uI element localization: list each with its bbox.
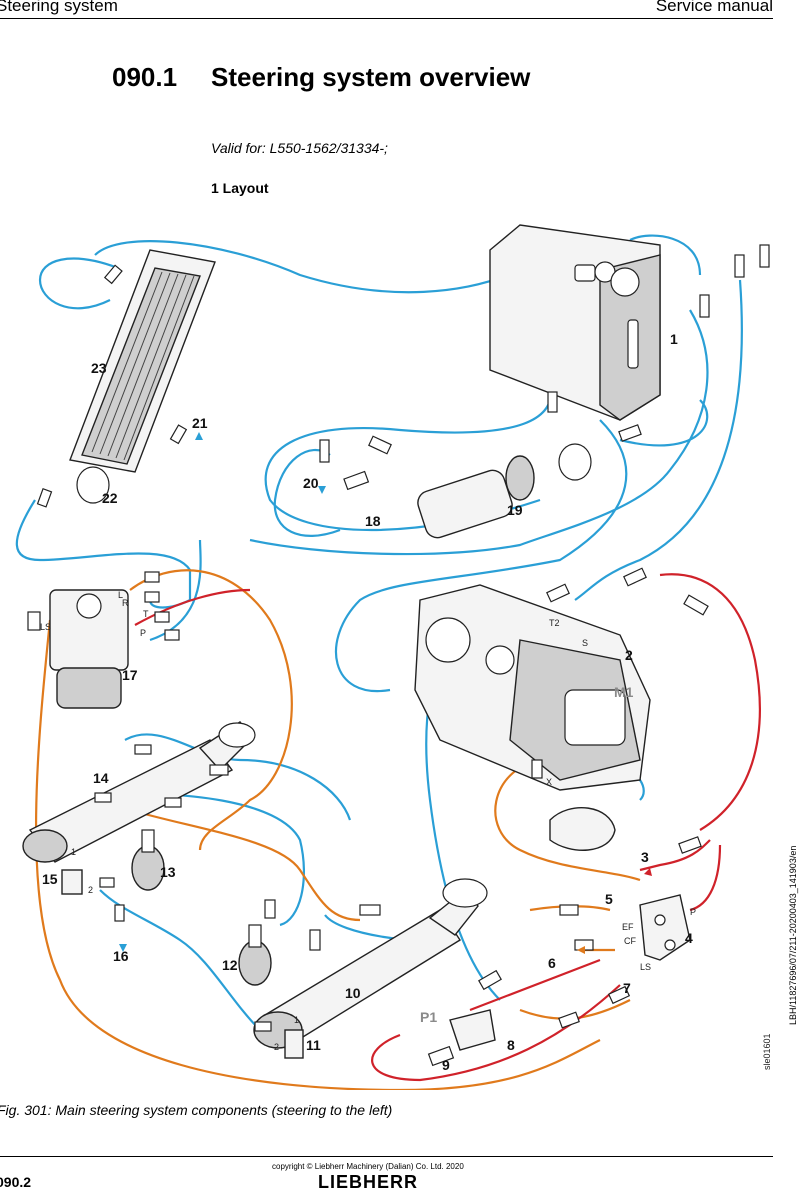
port-p-17: P [140,628,146,638]
accumulator-13 [131,829,165,891]
section-title: Steering system overview [211,62,531,92]
callout-12: 12 [222,957,238,973]
priority-valve [639,894,691,961]
callout-16: 16 [113,948,129,964]
brand-logo: LIEBHERR [318,1172,419,1192]
port-r-17: R [122,598,129,608]
callout-22: 22 [102,490,118,506]
port-t2: T2 [549,618,560,628]
steering-cylinder-right [253,878,488,1049]
steering-unit [49,589,129,709]
variable-pump [414,584,651,851]
port-2-15: 2 [88,885,93,895]
callout-1: 1 [670,331,678,347]
callout-2: 2 [625,647,633,663]
callout-20: 20 [303,475,319,491]
port-labels: LS L R T P T2 S X EF CF LS P 1 2 1 2 [40,590,696,1052]
port-l-17: L [118,590,123,600]
callout-p1: P1 [420,1009,437,1025]
callout-15: 15 [42,871,58,887]
red-flow-arrow [644,868,652,876]
callout-10: 10 [345,985,361,1001]
figure-reference-code: sle01601 [762,1033,772,1070]
emergency-steering-pump [417,443,592,539]
callout-18: 18 [365,513,381,529]
hose-fittings [27,244,770,1067]
layout-subheading: 1 Layout [211,180,269,196]
callout-7: 7 [623,980,631,996]
header-left-title: Steering system [0,0,118,15]
document-side-reference: LBH/11827696/07/211-20200403_141903/en [788,845,798,1025]
port-s: S [582,638,588,648]
port-cf: CF [624,936,636,946]
footer-divider [0,1156,773,1157]
port-ls-17: LS [40,622,51,632]
callout-8: 8 [507,1037,515,1053]
header-divider [0,18,773,19]
callout-9: 9 [442,1057,450,1073]
callout-19: 19 [507,502,523,518]
figure-caption: Fig. 301: Main steering system component… [0,1102,393,1118]
blue-lines [15,234,743,1031]
port-t-17: T [143,609,149,619]
callout-6: 6 [548,955,556,971]
valid-for-note: Valid for: L550-1562/31334-; [211,140,388,156]
accumulator-12 [238,924,272,986]
callout-21: 21 [192,415,208,431]
valve-9 [449,1009,496,1051]
callout-11: 11 [306,1037,321,1053]
valve-11 [284,1029,304,1059]
port-1-11: 1 [294,1015,299,1025]
valve-15 [61,869,83,895]
callout-14: 14 [93,770,109,786]
steering-system-diagram: 1 2 3 4 5 6 7 8 9 10 11 12 13 14 15 16 1… [15,224,772,1090]
callout-4: 4 [685,930,693,946]
callout-m1: M1 [614,684,634,700]
port-ls-4: LS [640,962,651,972]
section-number: 090.1 [112,62,178,92]
port-2-11: 2 [274,1042,279,1052]
port-p-4: P [690,907,696,917]
port-1-15: 1 [71,847,76,857]
page-number: 090.2 [0,1174,32,1190]
header-right-title: Service manual [655,0,773,15]
callout-17: 17 [122,667,138,683]
callout-3: 3 [641,849,649,865]
port-x: X [546,777,552,787]
port-ef: EF [622,922,634,932]
callout-13: 13 [160,864,176,880]
callout-5: 5 [605,891,613,907]
callouts: 1 2 3 4 5 6 7 8 9 10 11 12 13 14 15 16 1… [42,331,693,1073]
callout-23: 23 [91,360,107,376]
flow-arrows [119,432,326,952]
oil-cooler [69,249,216,504]
orange-flow-arrow [577,946,585,954]
copyright-notice: copyright © Liebherr Machinery (Dalian) … [272,1162,464,1171]
hydraulic-tank [489,224,661,421]
steering-cylinder-left [22,721,256,863]
